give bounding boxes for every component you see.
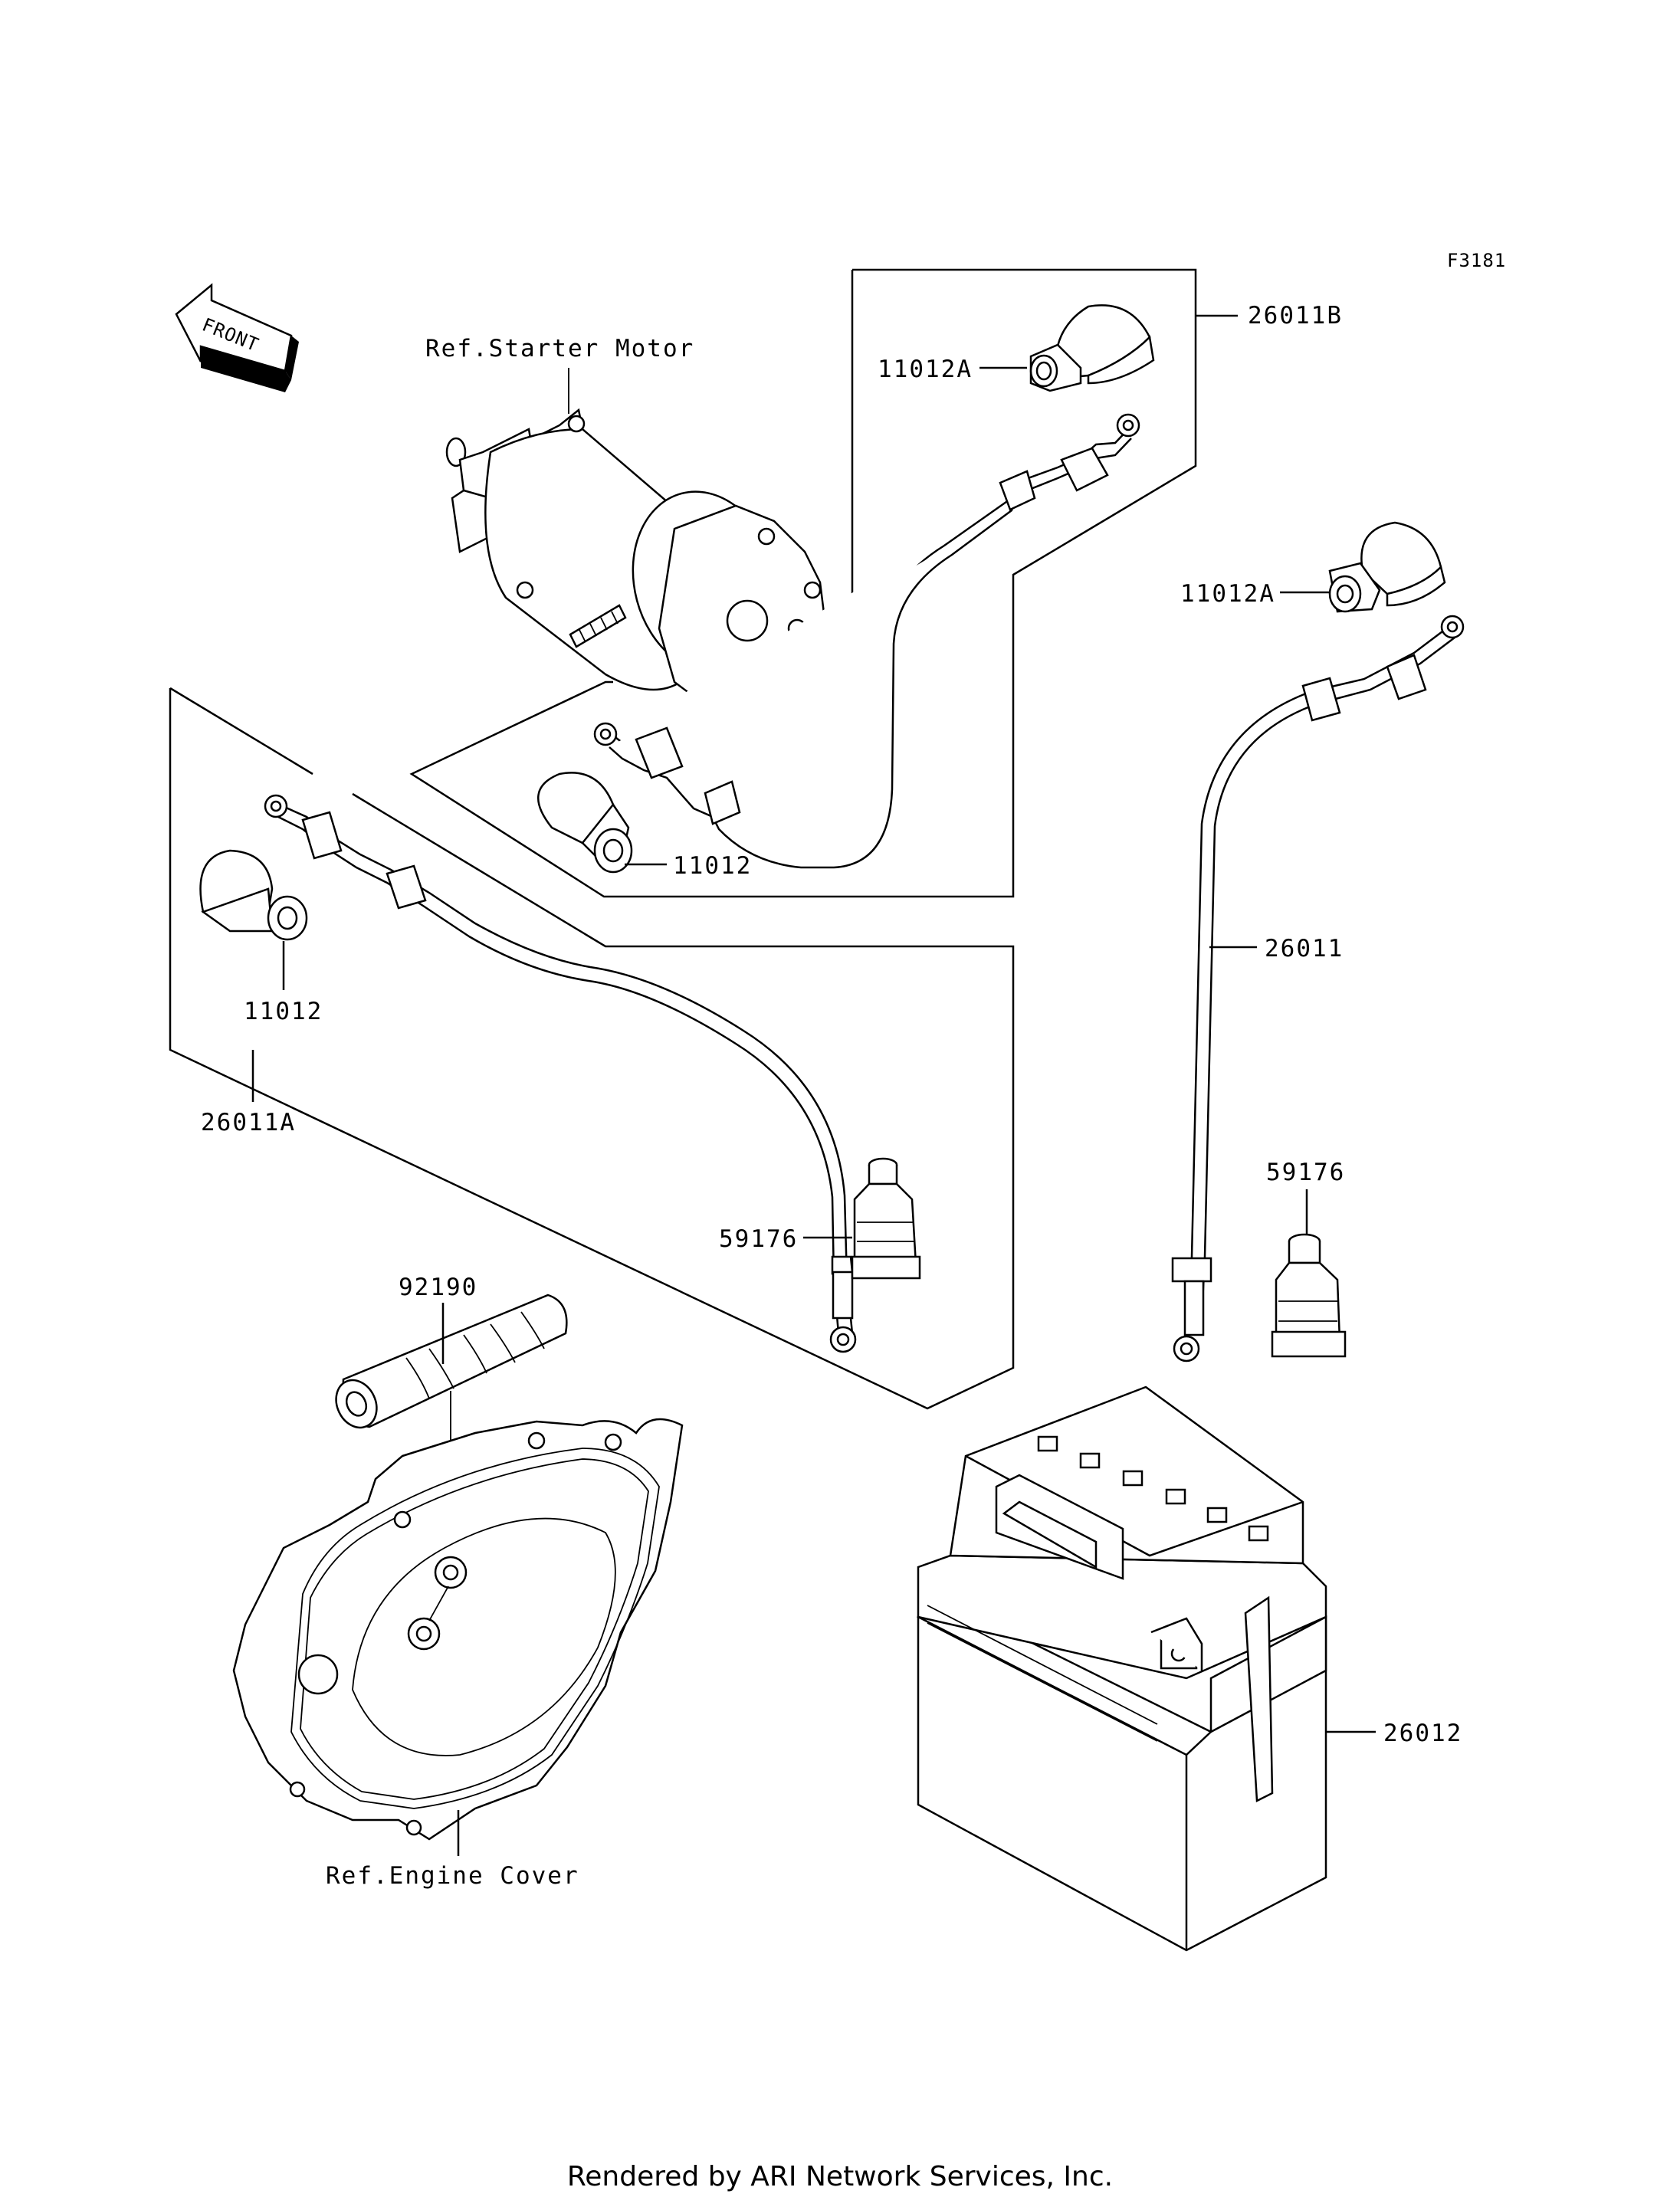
cable-26011[interactable]	[1171, 615, 1465, 1362]
tube-92190[interactable]	[329, 1294, 568, 1435]
label-11012-left: 11012	[244, 998, 323, 1025]
terminal-cap-11012A-right[interactable]	[1328, 521, 1446, 613]
cable-26011B[interactable]	[593, 413, 1140, 869]
label-26011: 26011	[1265, 935, 1344, 962]
cable-26011A[interactable]	[264, 794, 857, 1353]
label-59176-right: 59176	[1266, 1159, 1345, 1186]
battery-26012[interactable]	[917, 1385, 1327, 1952]
terminal-cap-11012A-top[interactable]	[1029, 304, 1155, 392]
label-11012-mid: 11012	[673, 852, 752, 880]
label-59176-left: 59176	[719, 1225, 798, 1253]
boot-59176-right[interactable]	[1271, 1233, 1347, 1358]
terminal-cap-11012-left[interactable]	[199, 849, 308, 941]
label-11012A-top: 11012A	[878, 356, 973, 383]
ref-engine-cover: Ref.Engine Cover	[326, 1862, 579, 1890]
boot-59176-left[interactable]	[851, 1157, 921, 1280]
battery-cells	[1037, 1435, 1269, 1542]
engine-cover[interactable]	[232, 1418, 684, 1841]
label-26011B: 26011B	[1248, 302, 1343, 330]
terminal-cap-11012-mid[interactable]	[536, 772, 633, 874]
label-26011A: 26011A	[201, 1109, 296, 1136]
ref-starter-motor: Ref.Starter Motor	[425, 335, 694, 362]
label-26012: 26012	[1383, 1720, 1462, 1747]
label-92190: 92190	[399, 1274, 477, 1301]
label-11012A-right: 11012A	[1180, 580, 1275, 608]
figure-code: F3181	[1447, 250, 1506, 271]
footer-credit: Rendered by ARI Network Services, Inc.	[567, 2161, 1113, 2192]
front-arrow-icon: FRONT	[175, 283, 299, 392]
